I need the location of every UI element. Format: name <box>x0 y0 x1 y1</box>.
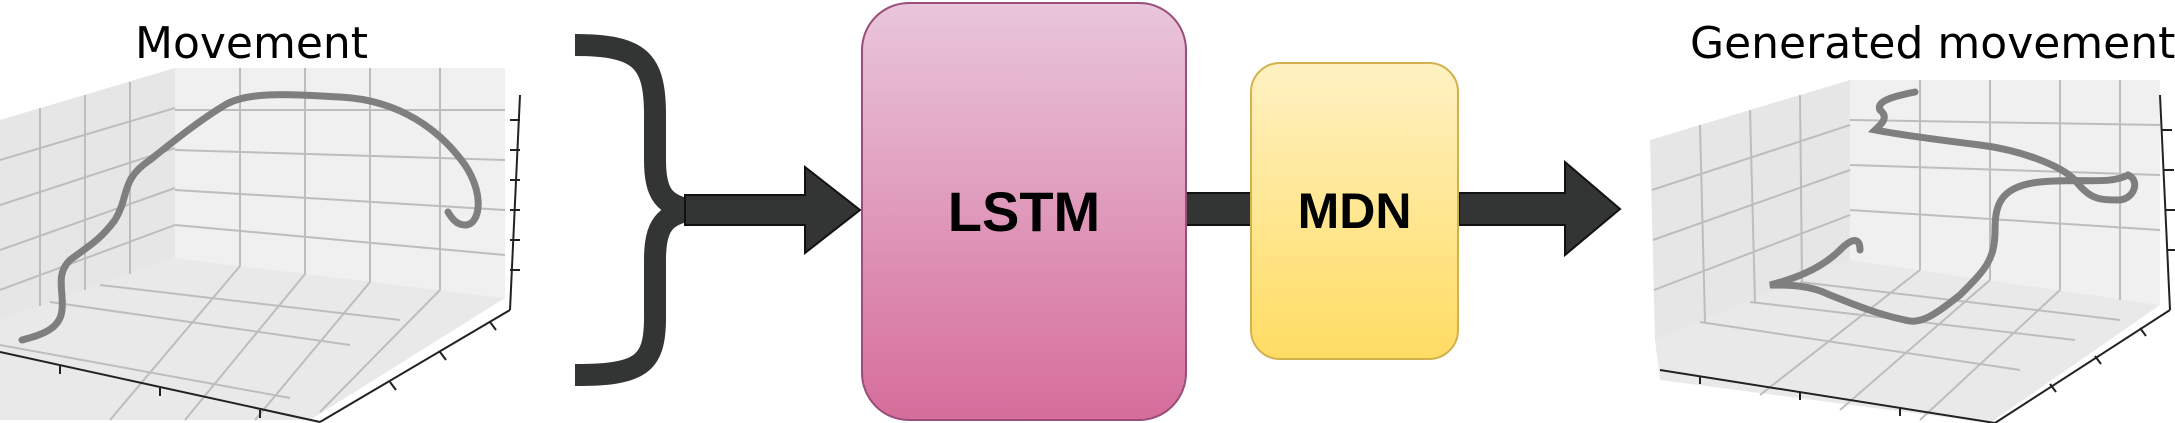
mdn-block: MDN <box>1250 62 1459 360</box>
floor <box>1655 260 2160 423</box>
movement-3d-plot <box>0 68 521 423</box>
axes <box>1659 94 2175 423</box>
side-wall <box>0 68 175 320</box>
arrow-to-lstm <box>684 164 862 256</box>
arrow-from-mdn <box>1458 159 1622 258</box>
input-brace <box>574 34 693 386</box>
generated-movement-plot-title: Generated movement <box>1690 18 2175 69</box>
movement-trajectory <box>18 91 482 344</box>
connector-lstm-mdn <box>1185 192 1253 226</box>
mdn-label: MDN <box>1297 183 1412 239</box>
grid-lines <box>0 68 506 421</box>
lstm-block: LSTM <box>861 2 1187 421</box>
generated-movement-3d-plot <box>1650 80 2175 423</box>
axes <box>0 94 521 423</box>
lstm-label: LSTM <box>947 180 1101 243</box>
generated-trajectory <box>1769 88 2139 325</box>
movement-plot-title: Movement <box>135 18 369 69</box>
grid-lines <box>1651 80 2161 421</box>
